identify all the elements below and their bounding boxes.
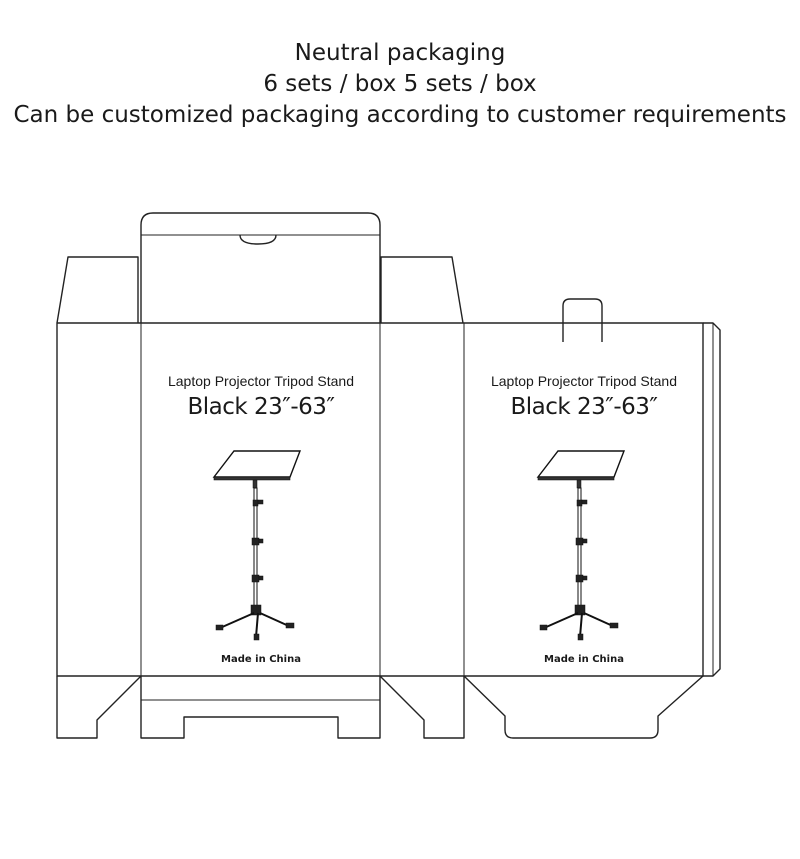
- bottom-flap-front: [140, 676, 381, 739]
- panel-model: Black 23″-63″: [510, 394, 658, 420]
- panel-made-in: Made in China: [221, 654, 301, 665]
- header: Neutral packaging 6 sets / box 5 sets / …: [0, 38, 800, 131]
- left-dust-flap: [56, 256, 139, 324]
- header-line-2: 6 sets / box 5 sets / box: [263, 71, 537, 97]
- panel-title: Laptop Projector Tripod Stand: [490, 373, 677, 389]
- panel-title: Laptop Projector Tripod Stand: [167, 373, 354, 389]
- tripod-stand-icon: [212, 450, 302, 641]
- glue-flap: [703, 322, 721, 677]
- panel-model: Black 23″-63″: [187, 394, 335, 420]
- tripod-stand-icon: [536, 450, 626, 641]
- bottom-flap-left: [56, 675, 142, 739]
- thumb-notch: [239, 234, 277, 245]
- top-tuck-flap: [140, 212, 381, 323]
- bottom-flap-side: [379, 675, 465, 739]
- bottom-flap-back: [463, 675, 704, 739]
- right-dust-flap: [380, 256, 464, 324]
- panel-made-in: Made in China: [544, 654, 624, 665]
- small-top-tab: [562, 298, 603, 342]
- header-line-3: Can be customized packaging according to…: [13, 102, 787, 128]
- header-line-1: Neutral packaging: [294, 40, 506, 66]
